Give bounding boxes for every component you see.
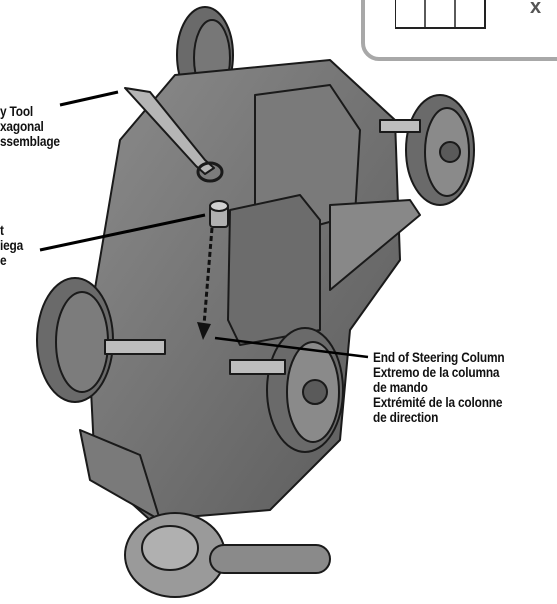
label-steering-line: de direction (373, 410, 439, 425)
grid-icon (395, 0, 486, 29)
tab-code: x (530, 0, 542, 18)
leader-tool (59, 90, 119, 107)
steering-wheel (124, 512, 331, 598)
rear-right-wheel (405, 94, 475, 206)
label-steering-line: Extremo de la columna (373, 365, 500, 380)
bolt (209, 200, 229, 228)
label-steering-column: End of Steering Column Extremo de la col… (373, 350, 505, 425)
front-left-wheel (36, 277, 114, 403)
label-tool-line: xagonal (0, 119, 44, 134)
assembly-guide-line (202, 227, 214, 326)
leader-bolt (39, 213, 206, 252)
label-steering-line: Extrémité de la colonne (373, 395, 503, 410)
leader-steering (214, 336, 369, 359)
hex-key-tool (124, 87, 215, 175)
label-bolt-line: t (0, 223, 4, 238)
label-steering-line: de mando (373, 380, 428, 395)
label-steering-line: End of Steering Column (373, 350, 505, 365)
callout-box (361, 0, 557, 61)
label-tool: y Tool xagonal ssemblage (0, 104, 60, 149)
label-tool-line: y Tool (0, 104, 34, 119)
label-bolt-line: e (0, 253, 7, 268)
label-bolt: t iega e (0, 223, 23, 268)
label-bolt-line: iega (0, 238, 24, 253)
label-tool-line: ssemblage (0, 134, 60, 149)
front-right-wheel (266, 327, 344, 453)
